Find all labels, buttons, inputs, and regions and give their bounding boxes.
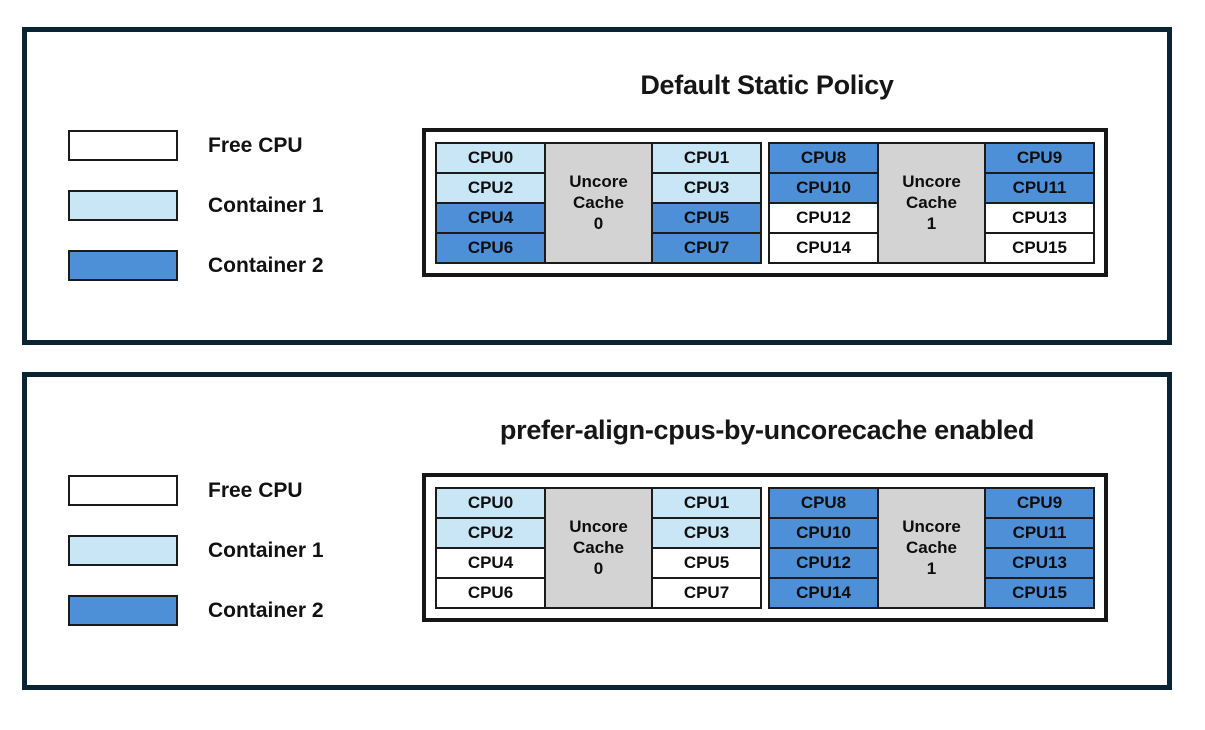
cpu-column-left: CPU8 CPU10 CPU12 CPU14 bbox=[770, 488, 877, 607]
uncore-cache-line: Uncore bbox=[902, 516, 961, 536]
uncore-cache-line: 1 bbox=[926, 214, 937, 234]
uncore-cache-line: Cache bbox=[572, 192, 625, 212]
uncore-cache-line: Uncore bbox=[902, 171, 961, 191]
cpu-cell: CPU7 bbox=[653, 233, 760, 262]
uncore-cache-line: Uncore bbox=[569, 171, 628, 191]
panel-default-static-policy: Default Static Policy Free CPU Container… bbox=[22, 27, 1172, 345]
panel-title: Default Static Policy bbox=[640, 70, 894, 100]
cpu-cell: CPU3 bbox=[653, 518, 760, 547]
uncore-cache-line: Cache bbox=[905, 537, 958, 557]
uncore-cache-block: Uncore Cache 1 bbox=[879, 143, 984, 262]
cpu-cell: CPU13 bbox=[986, 203, 1093, 232]
cpu-cell: CPU8 bbox=[770, 143, 877, 172]
cpu-cell: CPU9 bbox=[986, 143, 1093, 172]
panel-title: prefer-align-cpus-by-uncorecache enabled bbox=[499, 415, 1035, 445]
cpu-cell: CPU5 bbox=[653, 203, 760, 232]
cpu-cell: CPU4 bbox=[437, 548, 544, 577]
cpu-column-right: CPU1 CPU3 CPU5 CPU7 bbox=[653, 143, 760, 262]
cpu-cell: CPU1 bbox=[653, 488, 760, 517]
cpu-cell: CPU3 bbox=[653, 173, 760, 202]
cpu-cell: CPU2 bbox=[437, 518, 544, 547]
cpu-column-right: CPU1 CPU3 CPU5 CPU7 bbox=[653, 488, 760, 607]
cpu-cell: CPU6 bbox=[437, 233, 544, 262]
uncore-cache-1-group: CPU8 CPU10 CPU12 CPU14 Uncore Cache 1 CP… bbox=[768, 141, 1095, 264]
legend-label: Container 2 bbox=[208, 599, 324, 622]
cpu-topology-diagram: CPU0 CPU2 CPU4 CPU6 Uncore Cache 0 CPU1 … bbox=[422, 473, 1108, 622]
cpu-column-left: CPU0 CPU2 CPU4 CPU6 bbox=[437, 488, 544, 607]
cpu-column-left: CPU8 CPU10 CPU12 CPU14 bbox=[770, 143, 877, 262]
legend-swatch-container2 bbox=[68, 595, 178, 626]
legend-swatch-container1 bbox=[68, 190, 178, 221]
uncore-cache-line: 1 bbox=[926, 559, 937, 579]
legend-swatch-container1 bbox=[68, 535, 178, 566]
legend-item-container-1: Container 1 bbox=[68, 535, 388, 566]
legend-label: Container 1 bbox=[208, 539, 324, 562]
cpu-cell: CPU11 bbox=[986, 173, 1093, 202]
legend-item-container-2: Container 2 bbox=[68, 250, 388, 281]
cpu-column-left: CPU0 CPU2 CPU4 CPU6 bbox=[437, 143, 544, 262]
uncore-cache-line: Cache bbox=[905, 192, 958, 212]
cpu-cell: CPU11 bbox=[986, 518, 1093, 547]
uncore-cache-0-group: CPU0 CPU2 CPU4 CPU6 Uncore Cache 0 CPU1 … bbox=[435, 141, 762, 264]
legend-swatch-container2 bbox=[68, 250, 178, 281]
cpu-topology-diagram: CPU0 CPU2 CPU4 CPU6 Uncore Cache 0 CPU1 … bbox=[422, 128, 1108, 277]
cpu-cell: CPU12 bbox=[770, 548, 877, 577]
cpu-cell: CPU4 bbox=[437, 203, 544, 232]
uncore-cache-block: Uncore Cache 1 bbox=[879, 488, 984, 607]
legend-item-free-cpu: Free CPU bbox=[68, 130, 388, 161]
panel-uncorecache-enabled: prefer-align-cpus-by-uncorecache enabled… bbox=[22, 372, 1172, 690]
uncore-cache-line: 0 bbox=[593, 559, 604, 579]
cpu-column-right: CPU9 CPU11 CPU13 CPU15 bbox=[986, 488, 1093, 607]
cpu-column-right: CPU9 CPU11 CPU13 CPU15 bbox=[986, 143, 1093, 262]
cpu-cell: CPU10 bbox=[770, 173, 877, 202]
cpu-cell: CPU9 bbox=[986, 488, 1093, 517]
cpu-cell: CPU14 bbox=[770, 233, 877, 262]
cpu-cell: CPU2 bbox=[437, 173, 544, 202]
uncore-cache-block: Uncore Cache 0 bbox=[546, 143, 651, 262]
cpu-cell: CPU1 bbox=[653, 143, 760, 172]
legend-label: Free CPU bbox=[208, 479, 303, 502]
cpu-cell: CPU12 bbox=[770, 203, 877, 232]
cpu-cell: CPU15 bbox=[986, 233, 1093, 262]
legend-item-container-2: Container 2 bbox=[68, 595, 388, 626]
uncore-cache-block: Uncore Cache 0 bbox=[546, 488, 651, 607]
cpu-cell: CPU0 bbox=[437, 488, 544, 517]
cpu-cell: CPU14 bbox=[770, 578, 877, 607]
legend-item-container-1: Container 1 bbox=[68, 190, 388, 221]
legend-swatch-free bbox=[68, 475, 178, 506]
cpu-cell: CPU15 bbox=[986, 578, 1093, 607]
uncore-cache-0-group: CPU0 CPU2 CPU4 CPU6 Uncore Cache 0 CPU1 … bbox=[435, 486, 762, 609]
cpu-cell: CPU0 bbox=[437, 143, 544, 172]
legend-label: Free CPU bbox=[208, 134, 303, 157]
legend-item-free-cpu: Free CPU bbox=[68, 475, 388, 506]
cpu-cell: CPU5 bbox=[653, 548, 760, 577]
legend-label: Container 2 bbox=[208, 254, 324, 277]
uncore-cache-line: 0 bbox=[593, 214, 604, 234]
legend: Free CPU Container 1 Container 2 bbox=[68, 32, 388, 340]
cpu-cell: CPU13 bbox=[986, 548, 1093, 577]
cpu-cell: CPU8 bbox=[770, 488, 877, 517]
cpu-cell: CPU10 bbox=[770, 518, 877, 547]
uncore-cache-1-group: CPU8 CPU10 CPU12 CPU14 Uncore Cache 1 CP… bbox=[768, 486, 1095, 609]
legend: Free CPU Container 1 Container 2 bbox=[68, 377, 388, 685]
legend-label: Container 1 bbox=[208, 194, 324, 217]
uncore-cache-line: Cache bbox=[572, 537, 625, 557]
uncore-cache-line: Uncore bbox=[569, 516, 628, 536]
legend-swatch-free bbox=[68, 130, 178, 161]
cpu-cell: CPU6 bbox=[437, 578, 544, 607]
cpu-cell: CPU7 bbox=[653, 578, 760, 607]
